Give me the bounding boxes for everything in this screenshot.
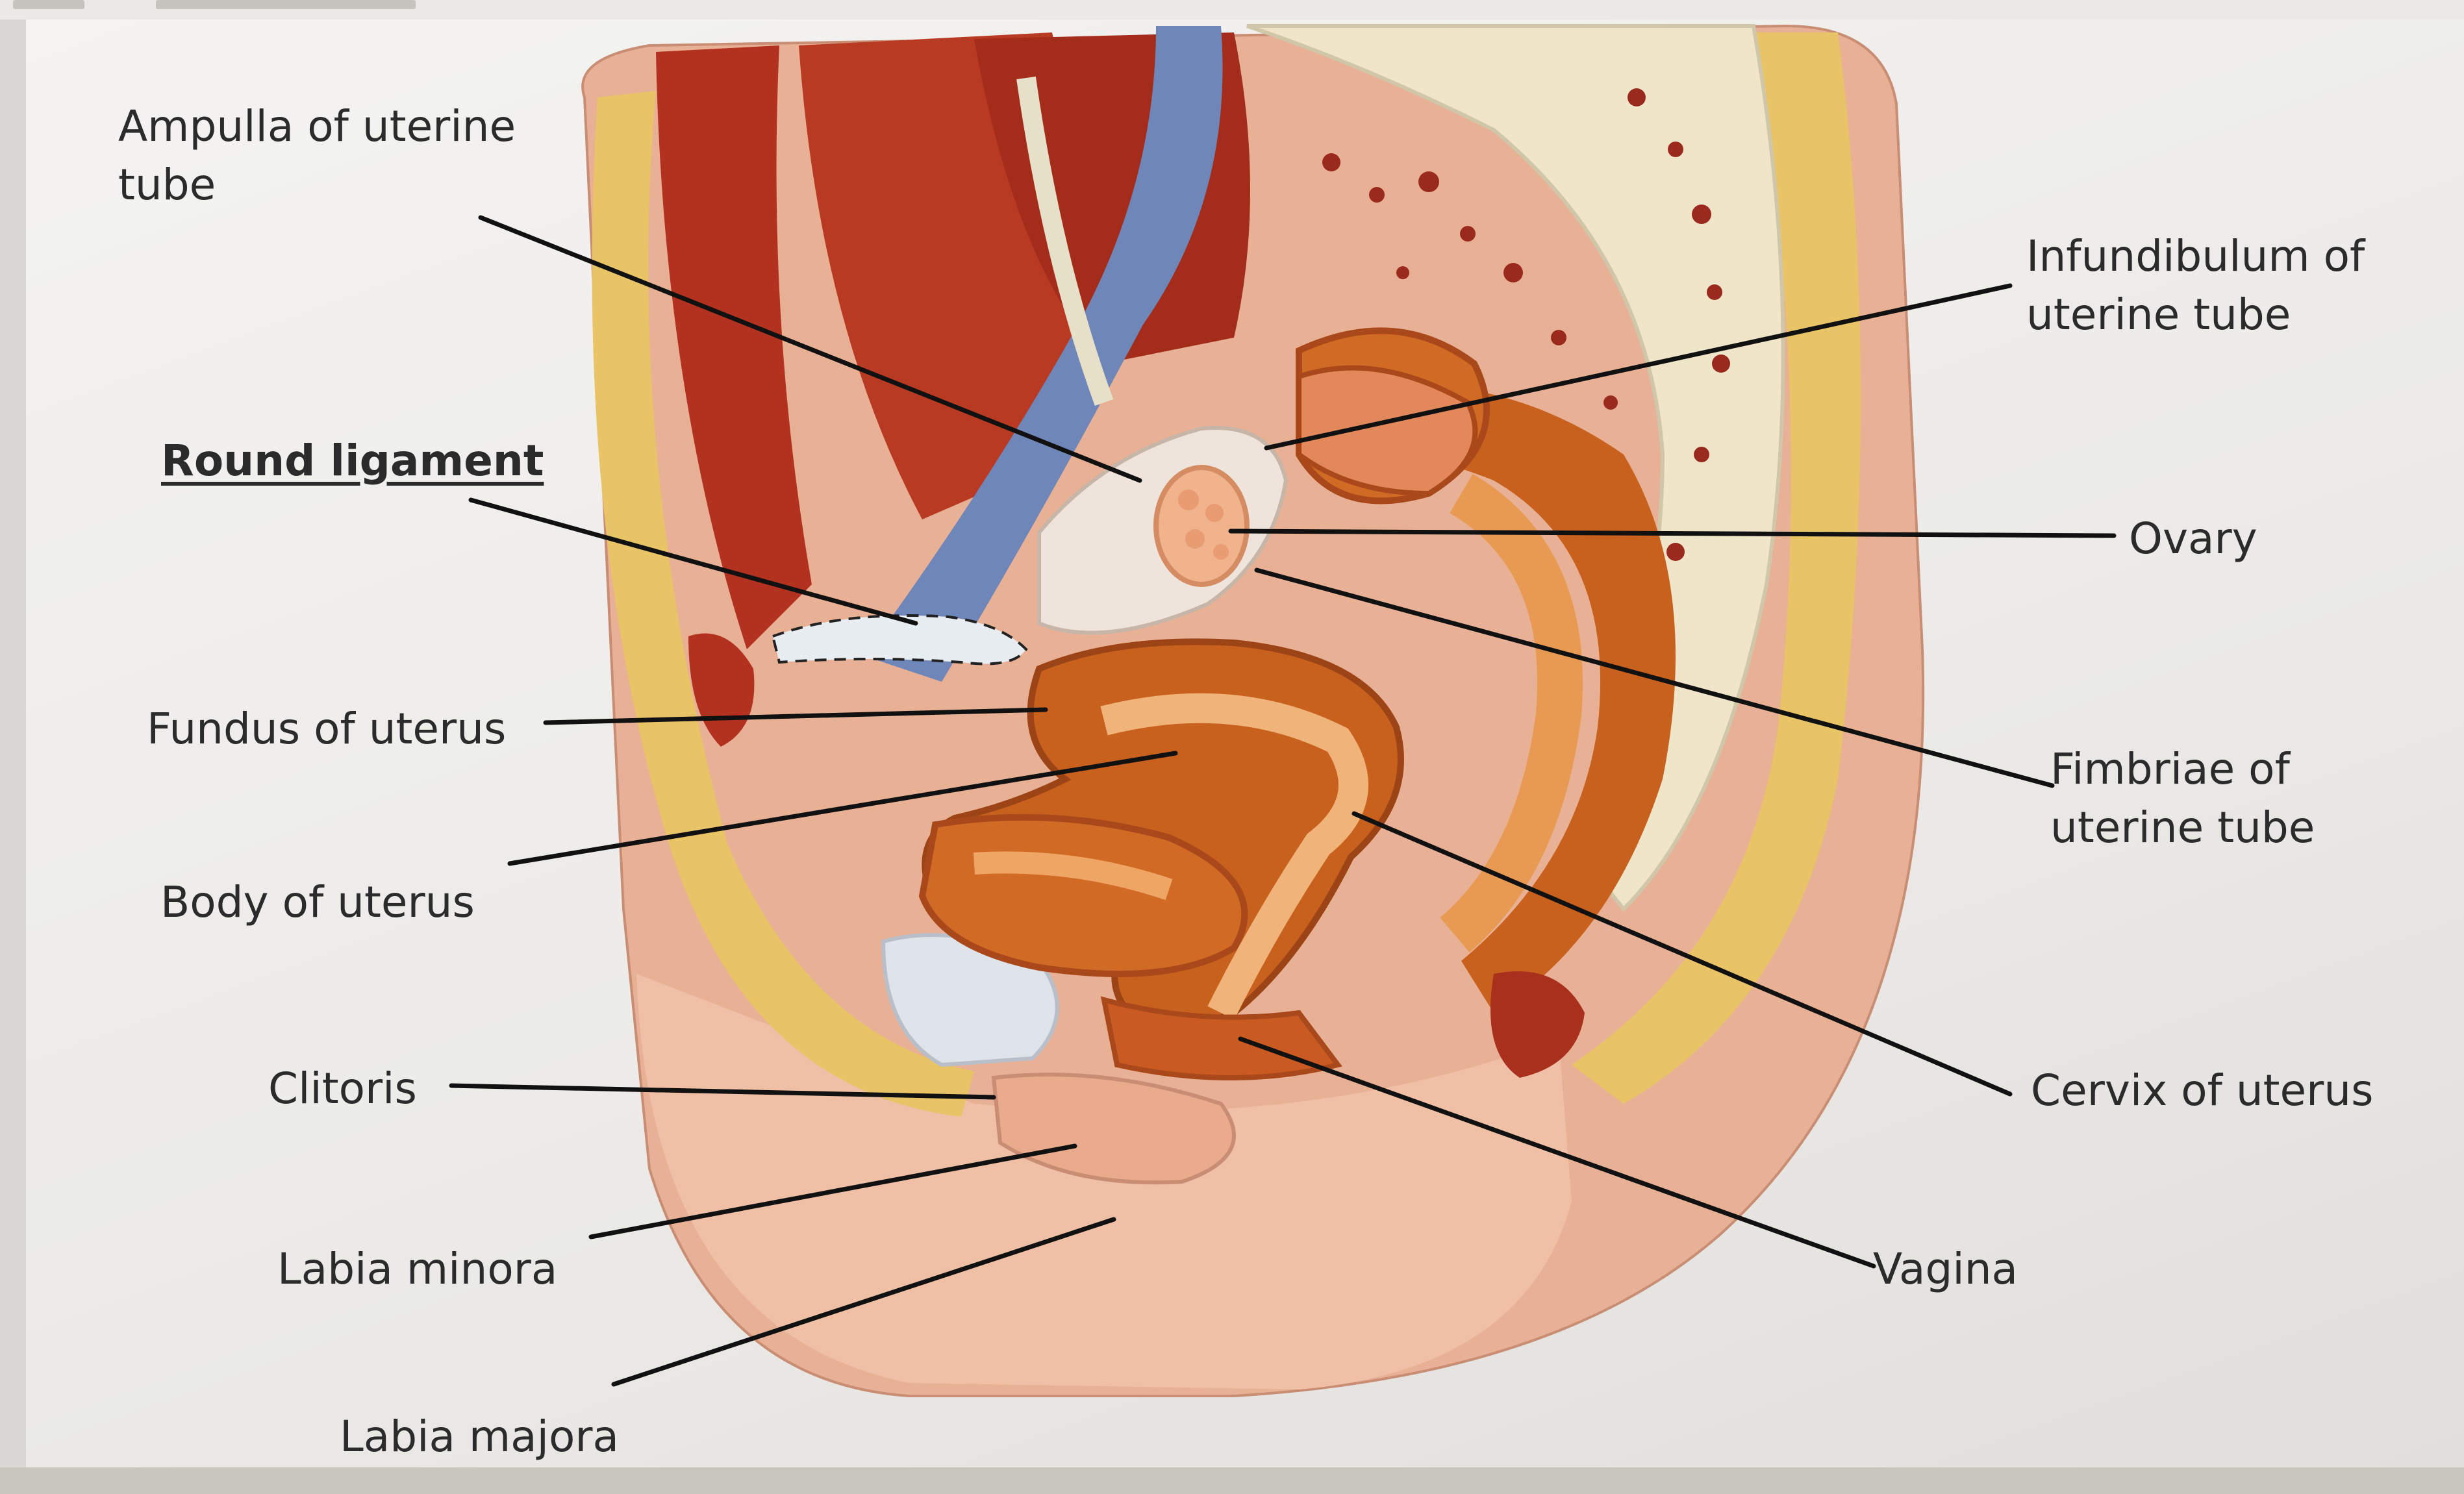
label-ovary: Ovary	[2129, 514, 2257, 564]
label-clitoris: Clitoris	[268, 1064, 417, 1114]
leader-round-ligament	[468, 497, 918, 626]
fat-layer-left	[592, 91, 974, 1117]
label-round-ligament: Round ligament	[161, 436, 544, 486]
leader-labia-minora	[588, 1143, 1077, 1239]
leader-fundus	[543, 707, 1048, 725]
leader-cervix	[1351, 811, 2013, 1097]
label-infundibulum-of-uterine-tube: Infundibulum of uterine tube	[2026, 231, 2365, 340]
leader-labia-majora	[611, 1217, 1116, 1387]
leader-vagina	[1238, 1036, 1876, 1269]
label-ampulla-of-uterine-tube: Ampulla of uterine tube	[118, 101, 516, 210]
round-ligament-shape	[771, 614, 1028, 666]
browser-top-strip	[0, 0, 2464, 19]
label-labia-majora: Labia majora	[340, 1412, 619, 1462]
leader-clitoris	[449, 1083, 996, 1100]
leader-lines	[449, 215, 2117, 1387]
rectum	[1331, 384, 1676, 1013]
vaginal-canal	[1100, 996, 1342, 1080]
leader-fimbriae	[1254, 567, 2055, 788]
toolbar-stub	[156, 0, 416, 9]
abdominal-muscle	[656, 45, 812, 649]
anal-canal	[1490, 971, 1585, 1078]
label-body-of-uterus: Body of uterus	[160, 877, 475, 927]
uterine-tube-infundibulum	[1296, 365, 1478, 497]
leader-body	[507, 751, 1178, 866]
screen-bottom-edge	[0, 1467, 2464, 1494]
label-fimbriae-of-uterine-tube: Fimbriae of uterine tube	[2050, 744, 2315, 853]
ovary-shape	[1153, 465, 1250, 587]
leader-ovary	[1228, 529, 2117, 538]
rectum-lumen	[1440, 473, 1583, 952]
fat-layer-right	[1572, 32, 1861, 1104]
label-fundus-of-uterus: Fundus of uterus	[147, 704, 507, 754]
bone-marrow-texture	[1322, 88, 1730, 561]
ovary-follicles	[1178, 490, 1229, 560]
iliac-artery	[1016, 76, 1114, 406]
leader-infundibulum	[1264, 283, 2013, 451]
toolbar-stub	[13, 0, 84, 9]
label-labia-minora: Labia minora	[277, 1244, 558, 1294]
uterine-cavity	[1100, 693, 1368, 1020]
labia	[991, 1073, 1236, 1185]
bladder-lumen	[973, 851, 1173, 901]
label-vagina: Vagina	[1873, 1244, 2018, 1294]
label-cervix-of-uterus: Cervix of uterus	[2031, 1065, 2374, 1115]
leader-ampulla	[478, 215, 1142, 483]
